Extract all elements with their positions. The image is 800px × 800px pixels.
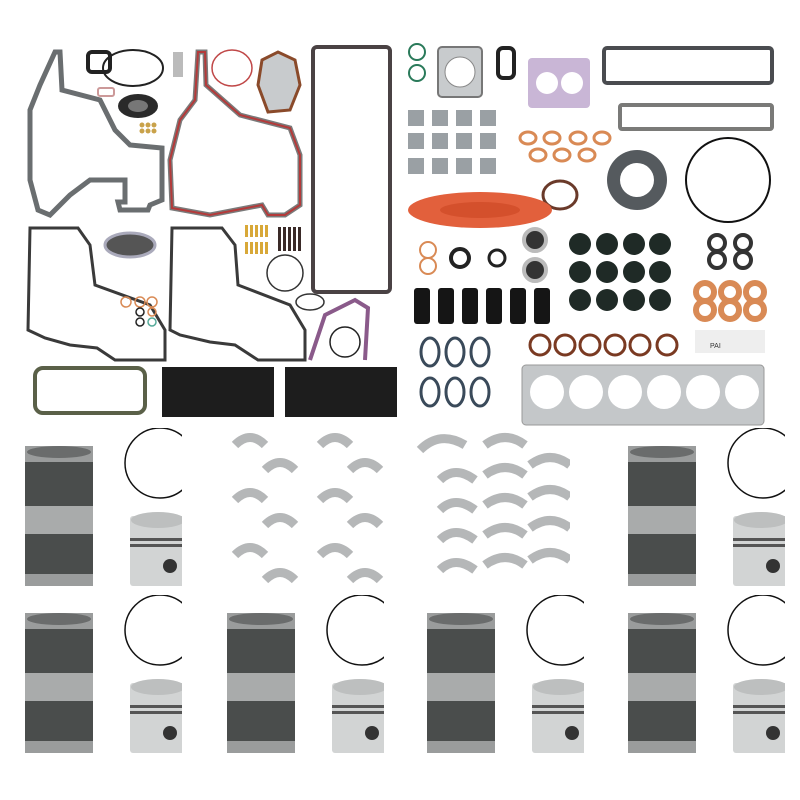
liner-kit-4 bbox=[224, 595, 384, 760]
liner-kit-2 bbox=[625, 428, 785, 593]
liner-kit-5 bbox=[424, 595, 584, 760]
rear-cover-gasket bbox=[26, 226, 167, 362]
exhaust-gasket bbox=[528, 58, 590, 108]
liner-kit-1 bbox=[22, 428, 182, 593]
main-bearings bbox=[410, 425, 570, 590]
liner-kit-6 bbox=[625, 595, 785, 760]
upper-gasket-set: PAI bbox=[400, 30, 800, 430]
oil-pan-gasket bbox=[311, 45, 392, 294]
label-logo: PAI bbox=[710, 343, 721, 350]
liner-kit-3 bbox=[22, 595, 182, 760]
lower-gasket-set bbox=[0, 30, 400, 430]
rod-bearings bbox=[225, 425, 385, 595]
label-card bbox=[695, 330, 765, 353]
oil-cooler-gasket bbox=[33, 366, 147, 415]
front-cover-gasket bbox=[27, 49, 165, 218]
